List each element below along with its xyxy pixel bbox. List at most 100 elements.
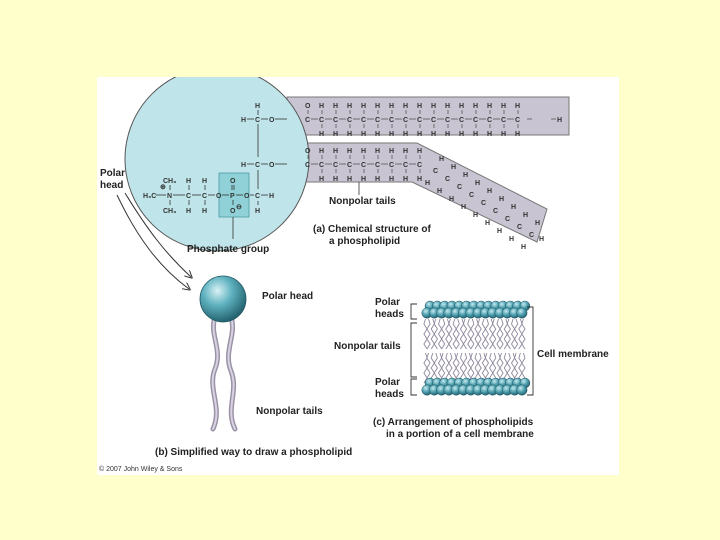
polar-heads-top-label-1: Polar [375, 297, 400, 308]
atom-h: H [431, 131, 436, 138]
membrane-tail [455, 352, 460, 384]
atom-h: H [511, 204, 516, 211]
atom-h: H [255, 208, 260, 215]
membrane-tail [423, 318, 428, 350]
atom-h: H [463, 172, 468, 179]
atom-c: C [459, 117, 464, 124]
negative-charge: ⊖ [236, 204, 242, 211]
membrane-tail [510, 318, 516, 350]
methyl-group: CH₃ [163, 208, 176, 215]
membrane-polar-head [516, 384, 528, 396]
atom-h: H [515, 131, 520, 138]
atom-o: O [269, 117, 275, 124]
copyright: © 2007 John Wiley & Sons [99, 465, 183, 473]
membrane-tail [484, 352, 490, 384]
atom-h: H [333, 131, 338, 138]
atom-h: H [361, 176, 366, 183]
atom-h: H [202, 178, 207, 185]
membrane-tail [462, 318, 468, 350]
atom-h: H [449, 196, 454, 203]
atom-h: H [333, 148, 338, 155]
atom-c: C [505, 216, 510, 223]
atom-h: H [487, 188, 492, 195]
atom-c: C [375, 117, 380, 124]
panel-c-membrane: Polar heads Nonpolar tails Polar heads C… [334, 297, 609, 440]
atom-h: H [473, 103, 478, 110]
caption-c-line1: (c) Arrangement of phospholipids [373, 417, 534, 428]
atom-h: H [403, 176, 408, 183]
atom-h: H [487, 131, 492, 138]
atom-h: H [333, 176, 338, 183]
membrane-tail [448, 318, 453, 350]
atom-h: H [487, 103, 492, 110]
atom-h: H [333, 103, 338, 110]
methyl-group: H₃C [143, 193, 156, 200]
atom-h: H [485, 220, 490, 227]
nonpolar-tails-label-b: Nonpolar tails [256, 406, 323, 417]
polar-head-sphere [199, 275, 247, 323]
atom-c: C [445, 176, 450, 183]
atom-h: H [361, 103, 366, 110]
atom-h: H [417, 103, 422, 110]
atom-h: H [375, 103, 380, 110]
atom-h: H [255, 103, 260, 110]
atom-c: C [305, 162, 310, 169]
atom-c: C [202, 193, 207, 200]
atom-h: H [389, 176, 394, 183]
atom-h: H [389, 148, 394, 155]
cell-membrane-label: Cell membrane [537, 349, 609, 360]
atom-c: C [433, 168, 438, 175]
membrane-tail [499, 352, 504, 384]
bracket-membrane [527, 306, 534, 396]
bracket-top-heads [410, 303, 417, 320]
atom-c: C [431, 117, 436, 124]
atom-c: C [493, 208, 498, 215]
atom-h: H [437, 188, 442, 195]
atom-o: O [269, 162, 275, 169]
curved-arrow-outer [116, 194, 189, 289]
membrane-tail [513, 352, 519, 384]
atom-p: P [230, 193, 235, 200]
atom-c: C [501, 117, 506, 124]
atom-c: C [473, 117, 478, 124]
atom-h: H [241, 162, 246, 169]
atom-h: H [202, 208, 207, 215]
atom-h: H [375, 148, 380, 155]
panel-b-simplified-phospholipid: Polar head Nonpolar tails (b) Simplified… [155, 275, 352, 458]
polar-heads-bottom-label-2: heads [375, 389, 404, 400]
atom-c: C [389, 117, 394, 124]
lower-tail-atoms: OCHCHHCHHCHHCHHCHHCHHCHHCHCHHCHHCHHCHHCH… [305, 148, 544, 251]
atom-h: H [509, 236, 514, 243]
glycerol-backbone: H H C O H C O C H H [241, 103, 287, 215]
atom-h: H [375, 176, 380, 183]
atom-c: C [333, 117, 338, 124]
phospholipid-figure: H H C O H C O C H H O P [97, 66, 619, 475]
membrane-tail [499, 318, 504, 350]
atom-o: O [230, 208, 236, 215]
atom-h: H [389, 103, 394, 110]
atom-c: C [361, 162, 366, 169]
membrane-tail [481, 318, 487, 350]
atom-h: H [459, 131, 464, 138]
atom-c: C [347, 162, 352, 169]
atom-c: C [333, 162, 338, 169]
atom-h: H [347, 148, 352, 155]
atom-o: O [305, 148, 311, 155]
atom-h: H [459, 103, 464, 110]
membrane-tail [484, 318, 490, 350]
atom-h: H [319, 176, 324, 183]
membrane-tail [470, 318, 475, 350]
polar-head-label-b: Polar head [262, 291, 313, 302]
atom-h: H [403, 103, 408, 110]
atom-c: C [403, 162, 408, 169]
atom-c: C [375, 162, 380, 169]
atom-c: C [319, 117, 324, 124]
atom-c: C [457, 184, 462, 191]
phospholipid-diagram: H H C O H C O C H H O P [99, 66, 609, 473]
atom-h: H [501, 131, 506, 138]
atom-h: H [361, 148, 366, 155]
atom-h: H [521, 244, 526, 251]
atom-c: C [403, 117, 408, 124]
atom-o: O [216, 193, 222, 200]
atom-h: H [499, 196, 504, 203]
